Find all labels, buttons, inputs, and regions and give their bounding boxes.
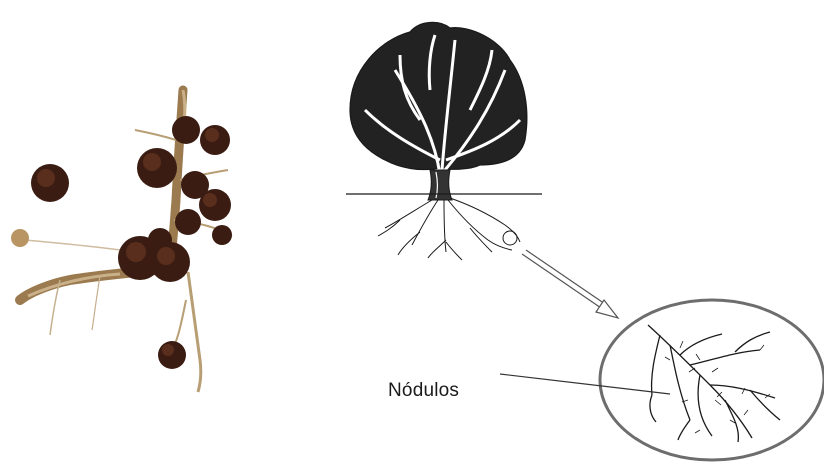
tree-sketch-icon [346, 22, 542, 260]
hollow-arrow-icon [522, 250, 618, 318]
small-nodule [11, 229, 29, 247]
nodule [175, 209, 201, 235]
root-nodule-photo [11, 90, 232, 392]
nodule [212, 225, 232, 245]
nodule [199, 189, 231, 221]
nodulos-label: Nódulos [388, 380, 459, 402]
nodule [172, 116, 200, 144]
pointer-line-icon [500, 374, 670, 394]
nodule [158, 341, 186, 369]
magnified-roots-icon [600, 300, 824, 460]
